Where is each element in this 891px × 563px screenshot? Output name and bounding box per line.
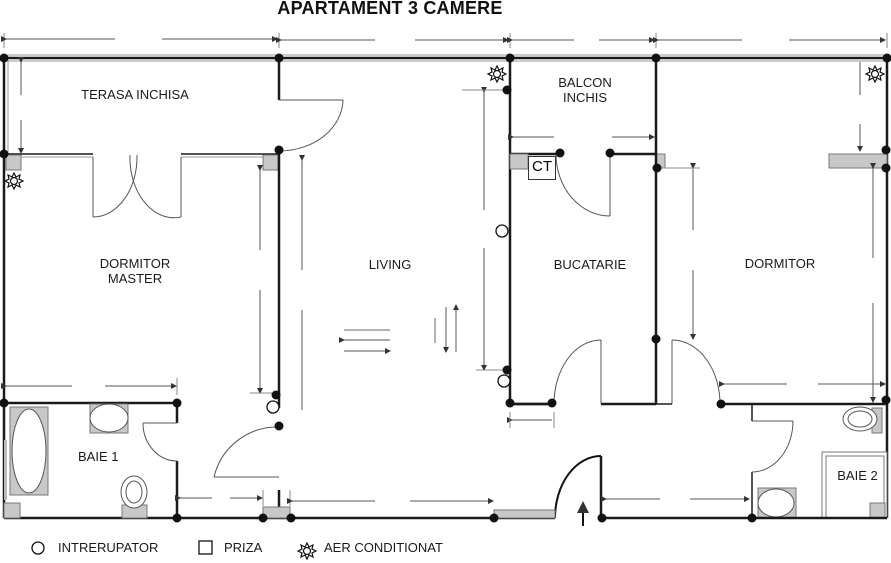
switch-icons: [266, 224, 511, 414]
room-bucatarie: BUCATARIE: [553, 257, 627, 272]
ac-icon: [487, 65, 507, 83]
room-balcon-inchis: BALCON INCHIS: [558, 75, 612, 105]
ac-icon: [865, 65, 885, 83]
room-living: LIVING: [368, 257, 412, 272]
wall-nodes: [0, 53, 891, 523]
legend-switch: INTRERUPATOR: [58, 540, 158, 555]
ac-icon: [4, 172, 24, 190]
room-terasa-inchisa: TERASA INCHISA: [81, 87, 189, 102]
legend-socket: PRIZA: [224, 540, 262, 555]
room-baie-2: BAIE 2: [837, 468, 878, 483]
room-baie-1: BAIE 1: [78, 449, 119, 464]
legend-switch-label: INTRERUPATOR: [58, 540, 159, 555]
ct-boiler: CT: [528, 156, 556, 180]
plan-title: APARTAMENT 3 CAMERE: [277, 0, 503, 18]
room-dormitor: DORMITOR: [744, 256, 816, 271]
legend-ac-label: AER CONDITIONAT: [324, 540, 443, 555]
top-dimensions: [1, 33, 888, 48]
legend-socket-label: PRIZA: [224, 540, 263, 555]
legend-ac: AER CONDITIONAT: [324, 540, 443, 555]
room-dormitor-master: DORMITOR MASTER: [99, 256, 171, 286]
